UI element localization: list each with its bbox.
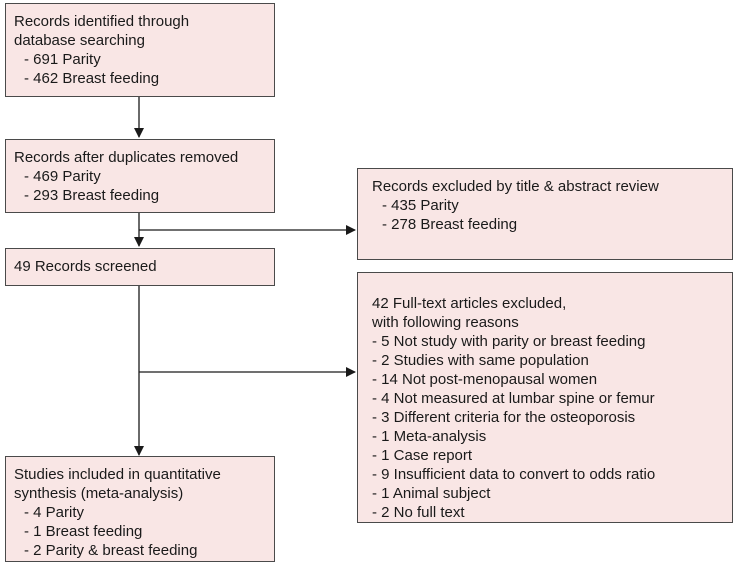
records-identified-box: Records identified through database sear…	[5, 3, 275, 97]
studies-included-box: Studies included in quantitative synthes…	[5, 456, 275, 562]
box-list-item: - 691 Parity	[24, 51, 101, 68]
box-text-line: 42 Full-text articles excluded,	[372, 295, 567, 312]
box-text-line: with following reasons	[372, 314, 519, 331]
box-text-line: Records excluded by title & abstract rev…	[372, 178, 659, 195]
box-list-item: - 4 Parity	[24, 504, 85, 521]
box-text-line: Records after duplicates removed	[14, 149, 239, 166]
box-text-line: synthesis (meta-analysis)	[14, 485, 184, 502]
box-list-item: - 2 Parity & breast feeding	[24, 542, 198, 559]
box-list-item: - 278 Breast feeding	[382, 216, 518, 233]
box-list-item: - 469 Parity	[24, 168, 101, 185]
box-list-item: - 4 Not measured at lumbar spine or femu…	[372, 390, 655, 407]
box-list-item: - 2 No full text	[372, 504, 465, 521]
box-text-line: database searching	[14, 32, 145, 49]
records-screened-box: 49 Records screened	[5, 248, 275, 286]
box-list-item: - 2 Studies with same population	[372, 352, 589, 369]
box-list-item: - 435 Parity	[382, 197, 459, 214]
fulltext-excluded-box: 42 Full-text articles excluded, with fol…	[357, 272, 733, 523]
box-list-item: - 9 Insufficient data to convert to odds…	[372, 466, 656, 483]
records-after-duplicates-box: Records after duplicates removed - 469 P…	[5, 139, 275, 213]
box-list-item: - 1 Breast feeding	[24, 523, 143, 540]
records-excluded-title-box: Records excluded by title & abstract rev…	[357, 168, 733, 260]
box-list-item: - 3 Different criteria for the osteoporo…	[372, 409, 636, 426]
box-list-item: - 1 Animal subject	[372, 485, 491, 502]
box-list-item: - 14 Not post-menopausal women	[372, 371, 598, 388]
box-list-item: - 5 Not study with parity or breast feed…	[372, 333, 646, 350]
box-list-item: - 1 Case report	[372, 447, 473, 464]
box-text-line: Records identified through	[14, 13, 190, 30]
box-text-line: 49 Records screened	[14, 258, 157, 275]
box-list-item: - 1 Meta-analysis	[372, 428, 487, 445]
box-text-line: Studies included in quantitative	[14, 466, 221, 483]
box-list-item: - 462 Breast feeding	[24, 70, 160, 87]
box-list-item: - 293 Breast feeding	[24, 187, 160, 204]
